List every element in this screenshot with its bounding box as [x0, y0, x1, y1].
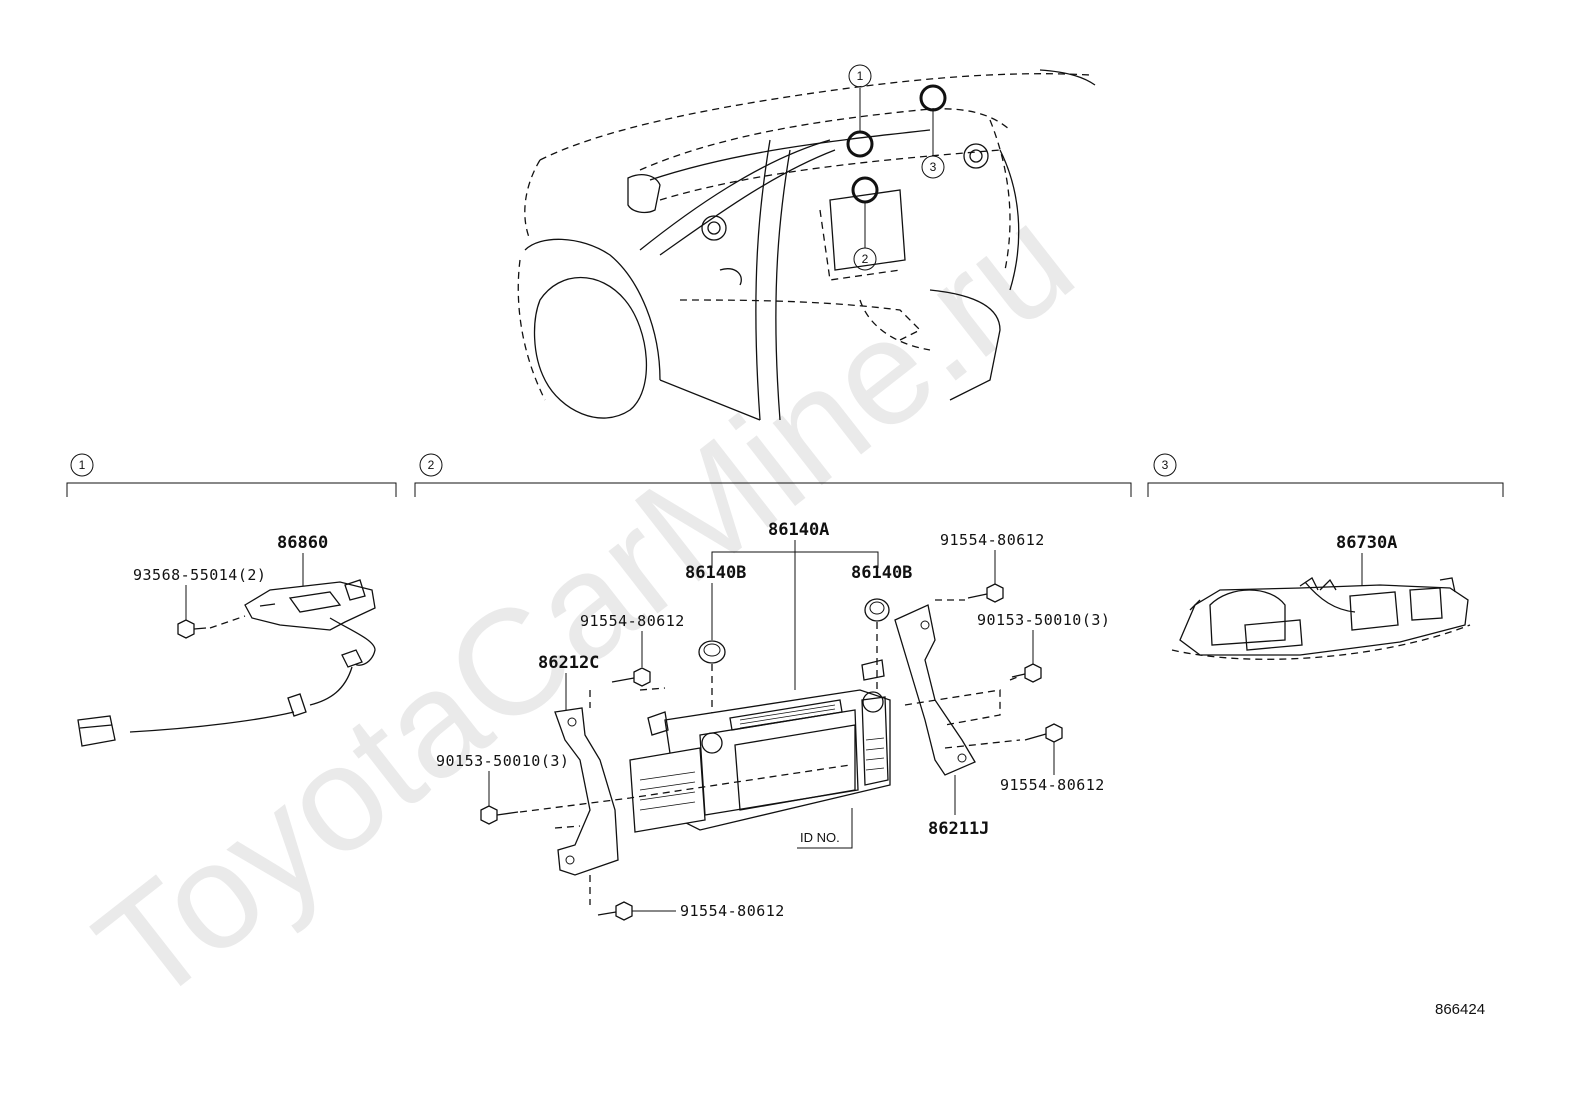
label-86140B-right: 86140B	[851, 563, 912, 583]
group-1-parts: 86860 93568-55014(2)	[77, 533, 376, 747]
label-id-no: ID NO.	[800, 830, 840, 845]
group-1-header: 1	[66, 453, 397, 497]
label-93568-55014: 93568-55014(2)	[133, 566, 266, 584]
screw-icon	[177, 619, 207, 639]
audio-unit-86140A-icon	[629, 659, 891, 833]
label-91554-80612-top-right: 91554-80612	[940, 531, 1045, 549]
vehicle-overview: 1 3 2	[517, 64, 1096, 421]
overview-callout-3: 3	[921, 155, 945, 179]
module-86860-icon	[244, 579, 376, 631]
label-91554-80612-bottom: 91554-80612	[680, 902, 785, 920]
label-86211J: 86211J	[928, 819, 989, 839]
bracket-right-icon	[894, 604, 976, 776]
label-86730A: 86730A	[1336, 533, 1397, 553]
label-86860: 86860	[277, 533, 328, 553]
screw-top-right-icon	[967, 583, 1004, 603]
overview-callout-1-label: 1	[857, 69, 864, 83]
label-90153-50010-right: 90153-50010(3)	[977, 611, 1110, 629]
group-2-header: 2	[414, 453, 1132, 497]
group-3-header: 3	[1147, 453, 1504, 497]
knob-right-icon	[864, 598, 890, 622]
screw-left-mid-icon	[480, 805, 519, 825]
screw-top-left-icon	[611, 667, 651, 687]
overview-callout-1: 1	[848, 64, 872, 88]
label-91554-80612-right-low: 91554-80612	[1000, 776, 1105, 794]
diagram-id: 866424	[1435, 1001, 1485, 1018]
overview-callout-2-label: 2	[862, 252, 869, 266]
console-module-86730A-icon	[1171, 577, 1471, 660]
group-1-number: 1	[79, 458, 86, 472]
connector-icon	[77, 715, 116, 747]
overview-callout-3-label: 3	[930, 160, 937, 174]
group-3-number: 3	[1162, 458, 1169, 472]
knob-left-icon	[698, 640, 726, 664]
screw-right-low-icon	[1024, 723, 1063, 743]
label-91554-80612-top-left: 91554-80612	[580, 612, 685, 630]
label-86212C: 86212C	[538, 653, 599, 673]
watermark: ToyotaCarMine.ru	[66, 174, 1102, 1035]
screw-bottom-icon	[597, 901, 676, 921]
label-90153-50010-left: 90153-50010(3)	[436, 752, 569, 770]
bracket-left-icon	[554, 707, 619, 876]
group-2-number: 2	[428, 458, 435, 472]
group-3-parts: 86730A	[1171, 533, 1471, 660]
watermark-text: ToyotaCarMine.ru	[66, 174, 1102, 1035]
label-86140B-left: 86140B	[685, 563, 746, 583]
screw-right-mid-icon	[1011, 663, 1042, 683]
group-2-parts: 86140A 86140B 86140B	[436, 520, 1110, 921]
overview-callout-2: 2	[853, 247, 877, 271]
label-86140A: 86140A	[768, 520, 829, 540]
